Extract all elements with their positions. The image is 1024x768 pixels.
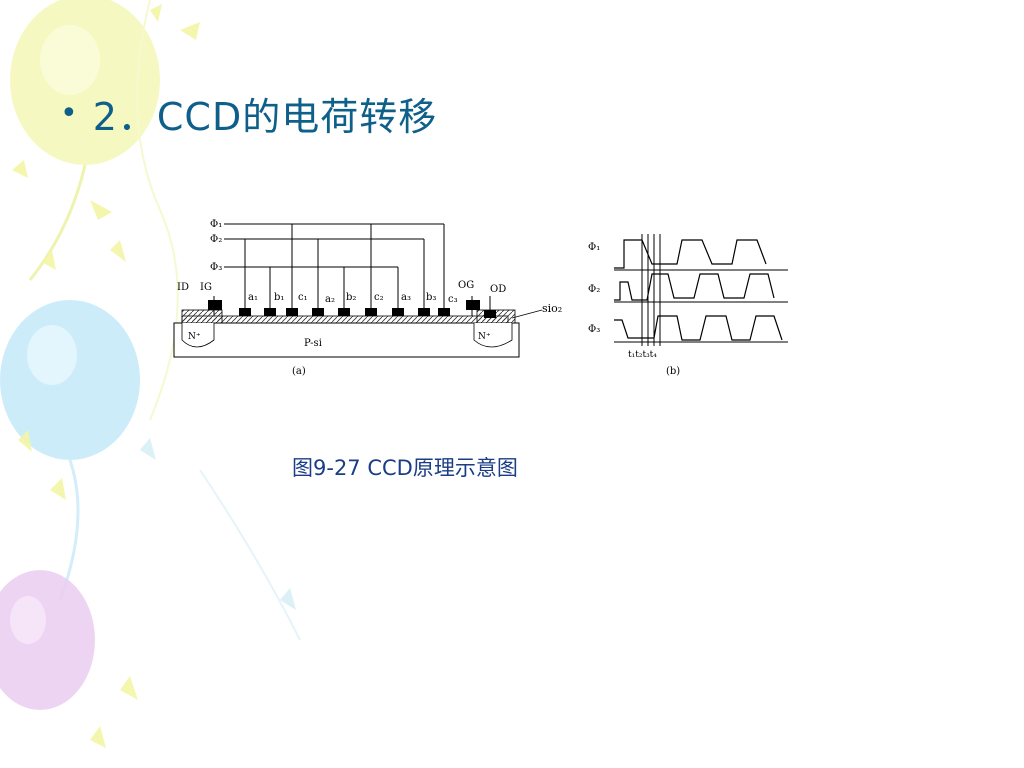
phase-label-a3: Φ₃ <box>210 262 222 273</box>
phase-label-a1: Φ₁ <box>210 219 222 230</box>
electrode-label-b3: b₃ <box>426 292 436 303</box>
electrode-label-og: OG <box>458 280 474 291</box>
figure-a-cross-section: Φ₁ Φ₂ Φ₃ ID IG a₁ b₁ c₁ a₂ <box>173 219 562 377</box>
time-label: t₁t₂t₃t₄ <box>628 350 657 360</box>
electrode-label-a2: a₂ <box>325 294 335 305</box>
blue-balloon-shape <box>0 300 140 460</box>
figure-caption: 图9-27 CCD原理示意图 <box>292 456 518 480</box>
purple-balloon-shape <box>0 570 95 710</box>
ccd-diagram: Φ₁ Φ₂ Φ₃ ID IG a₁ b₁ c₁ a₂ <box>172 212 802 384</box>
electrode-label-od: OD <box>490 284 506 295</box>
diffusion-label-right: N⁺ <box>478 332 491 342</box>
electrode-label-c3: c₃ <box>448 294 458 305</box>
figure-b-label: (b) <box>666 366 680 377</box>
electrode-label-id: ID <box>177 282 189 293</box>
phase-label-b2: Φ₂ <box>588 284 600 295</box>
electrode-label-a3: a₃ <box>401 292 411 303</box>
phase-label-a2: Φ₂ <box>210 234 222 245</box>
phase-label-b3: Φ₃ <box>588 324 600 335</box>
diffusion-label-left: N⁺ <box>188 332 201 342</box>
electrode-label-b1: b₁ <box>274 292 284 303</box>
slide-title-text: 2．CCD的电荷转移 <box>92 95 438 139</box>
figure-a-label: (a) <box>292 366 306 377</box>
slide-title: • 2．CCD的电荷转移 <box>60 86 437 141</box>
figure-b-waveforms: Φ₁ Φ₂ Φ₃ t₁t₂t₃t₄ (b) <box>588 234 788 377</box>
electrode-label-a1: a₁ <box>248 292 258 303</box>
electrode-label-c2: c₂ <box>374 292 384 303</box>
phase-label-b1: Φ₁ <box>588 242 600 253</box>
electrode-label-b2: b₂ <box>346 292 356 303</box>
bullet-icon: • <box>60 96 79 131</box>
electrode-label-c1: c₁ <box>298 292 308 303</box>
substrate-label: P-si <box>304 338 322 349</box>
oxide-label: sio₂ <box>542 302 562 315</box>
electrode-label-ig: IG <box>200 282 212 293</box>
